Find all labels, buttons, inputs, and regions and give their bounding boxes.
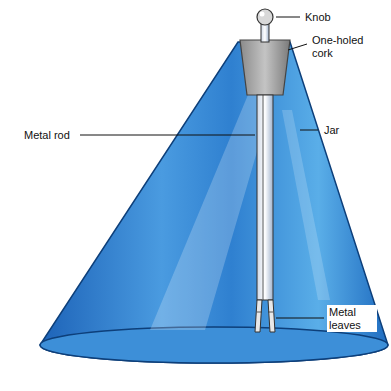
- part-label: Knob: [303, 10, 333, 25]
- part-label: Jar: [322, 123, 341, 138]
- jar-base: [40, 327, 388, 363]
- part-label: One-holed cork: [310, 33, 376, 60]
- knob-shine: [260, 12, 265, 17]
- leaf-mark: [257, 312, 262, 313]
- part-label: Metal rod: [22, 128, 72, 143]
- metal-rod: [257, 95, 273, 300]
- leader-line: [276, 17, 300, 18]
- glass-shine: [282, 110, 330, 300]
- metal-leaf: [268, 300, 275, 332]
- leader-line: [276, 318, 324, 319]
- knob: [257, 9, 273, 25]
- jar-body: [40, 42, 388, 363]
- metal-leaf: [255, 300, 262, 332]
- rod-hole-line: [263, 95, 264, 300]
- leaf-mark: [268, 312, 273, 313]
- cork: [240, 40, 290, 95]
- leader-line: [288, 44, 307, 50]
- part-label: Metal leaves: [327, 305, 377, 332]
- leader-line: [300, 130, 318, 131]
- glass-shine: [150, 90, 275, 330]
- leader-line: [80, 135, 255, 136]
